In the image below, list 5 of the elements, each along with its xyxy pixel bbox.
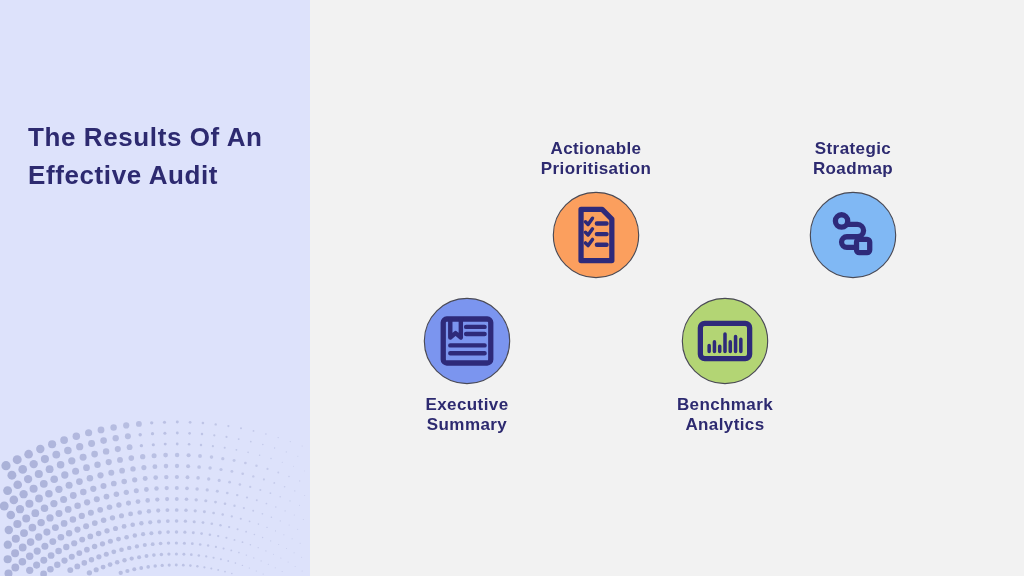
node-label: Executive Summary [425,395,509,435]
title: The Results Of An Effective Audit [28,121,264,192]
node-label: Actionable Prioritisation [540,139,652,179]
node-label: Benchmark Analytics [676,395,774,435]
node-label: Strategic Roadmap [812,139,894,179]
